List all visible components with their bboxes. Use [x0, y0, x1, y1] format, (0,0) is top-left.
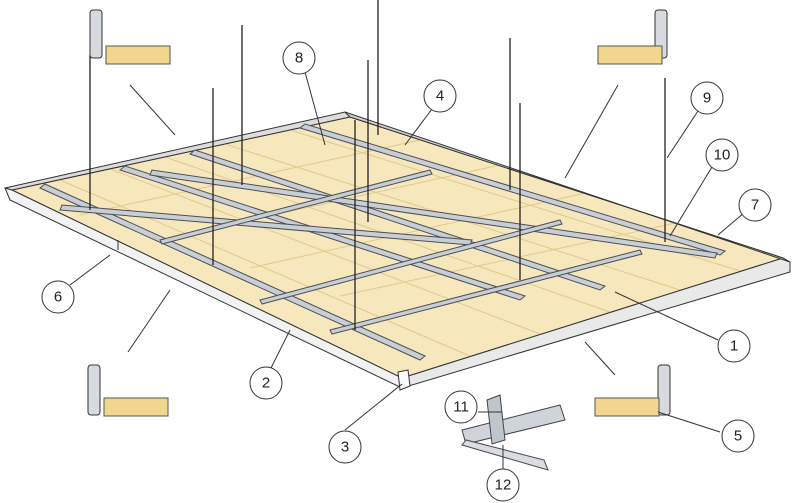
callout-8: 8: [282, 41, 316, 75]
diagonal-brace-1: [59, 204, 473, 246]
callout-8-label: 8: [295, 50, 303, 67]
back-right-frame: [344, 111, 791, 263]
callout-11-label: 11: [453, 399, 469, 416]
detail-bottom-left: [87, 364, 169, 417]
cross-profile-1: [159, 169, 433, 245]
detail-bottom-right: [594, 364, 671, 417]
detail-top-right: [597, 9, 668, 65]
steel-profiles: [39, 123, 727, 361]
detail-profile-joint: [461, 394, 566, 471]
callout-2: 2: [249, 366, 283, 400]
callout-6: 6: [41, 280, 75, 314]
callout-9-label: 9: [703, 90, 711, 107]
callout-7-label: 7: [751, 197, 759, 214]
callout-2-label: 2: [262, 375, 270, 392]
main-profile-2: [118, 165, 527, 301]
callout-12-label: 12: [495, 477, 512, 494]
main-profile-1: [39, 183, 426, 361]
callout-12: 12: [486, 468, 520, 502]
callout-7: 7: [738, 188, 772, 222]
callout-3: 3: [328, 430, 362, 464]
suspension-wires: [89, 0, 666, 330]
callout-5-label: 5: [734, 428, 742, 445]
callout-1: 1: [717, 329, 751, 363]
callout-11: 11: [444, 390, 478, 424]
detail-top-left: [89, 9, 171, 65]
callout-4: 4: [423, 79, 457, 113]
cross-profile-3: [329, 249, 643, 335]
callout-6-label: 6: [54, 289, 62, 306]
detail-connectors: [127, 84, 619, 376]
cross-profile-2: [259, 219, 563, 305]
main-profile-4: [298, 123, 727, 256]
frame-corner-cap: [397, 369, 411, 391]
callout-10-label: 10: [714, 147, 731, 164]
callout-5: 5: [721, 419, 755, 453]
callout-3-label: 3: [341, 439, 349, 456]
callout-1-label: 1: [730, 338, 738, 355]
callout-leaders: [69, 71, 746, 470]
callout-4-label: 4: [436, 88, 444, 105]
callout-9: 9: [690, 81, 724, 115]
callout-10: 10: [705, 138, 739, 172]
perimeter-frame: [4, 111, 791, 391]
